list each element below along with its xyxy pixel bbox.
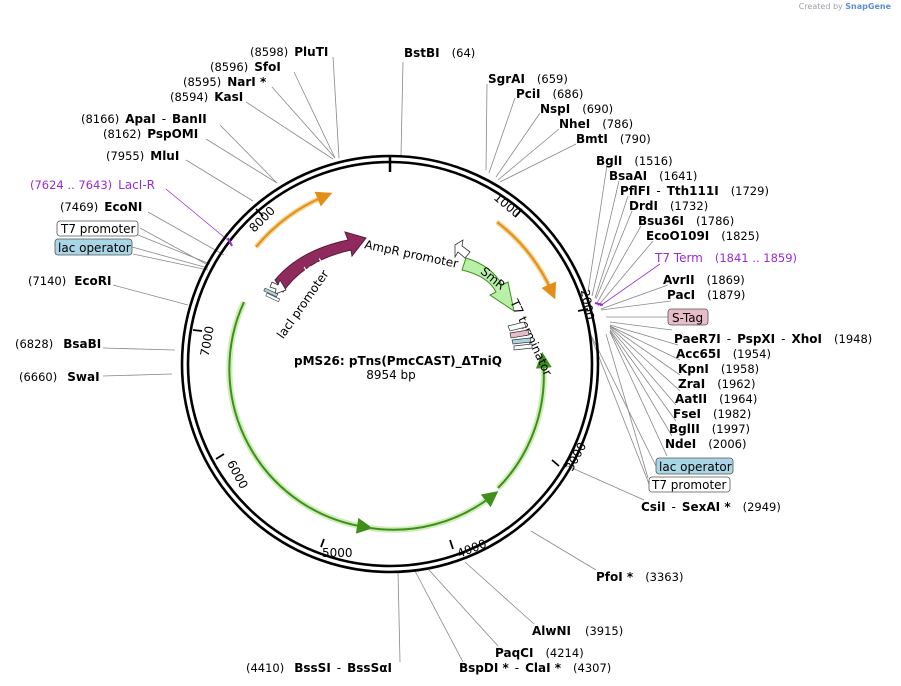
site-AlwNI: AlwNI(3915)	[532, 624, 623, 638]
site-BglI: BglI(1516)	[596, 154, 673, 168]
site-NspI: NspI(690)	[540, 102, 613, 116]
site-SwaI: (6660)SwaI	[19, 370, 100, 384]
right-site-labels: BstBI(64) SgrAI(659) PciI(686) NspI(690)…	[246, 46, 872, 675]
plasmid-size: 8954 bp	[366, 368, 416, 382]
site-PflFI: PflFI-Tth111I(1729)	[620, 184, 769, 198]
t7-promoter-box-right: T7 promoter	[648, 476, 731, 493]
site-MluI: (7955)MluI	[106, 149, 179, 163]
t7-promoter-box-left: T7 promoter	[56, 220, 139, 237]
leader-lines	[102, 56, 681, 663]
site-NarI: (8595)NarI *	[183, 75, 267, 89]
orange-feature-arc-left	[255, 191, 333, 248]
svg-text:lac operator: lac operator	[659, 460, 732, 474]
site-EcoRI: (7140)EcoRI	[28, 274, 112, 288]
site-PspOMI: (8162)PspOMI	[103, 127, 198, 141]
site-PfoI: PfoI *(3363)	[596, 570, 683, 584]
plasmid-name: pMS26: pTns(PmcCAST)_ΔTniQ	[294, 354, 502, 369]
green-feature-arc-bottom	[369, 491, 499, 531]
site-BspDI: BspDI *-ClaI *(4307)	[459, 661, 611, 675]
site-SgrAI: SgrAI(659)	[488, 72, 568, 86]
site-PaeR7I: PaeR7I-PspXI-XhoI(1948)	[674, 332, 872, 346]
site-KpnI: KpnI(1958)	[678, 362, 759, 376]
site-NheI: NheI(786)	[559, 117, 633, 131]
site-BmtI: BmtI(790)	[576, 132, 651, 146]
lac-operator-box-left: lac operator	[54, 238, 133, 256]
lacI-arrow	[274, 231, 367, 293]
tick-label-4000: 4000	[455, 536, 489, 560]
T7-terminator-mark	[507, 321, 527, 332]
site-Acc65I: Acc65I(1954)	[676, 347, 771, 361]
ampR-promoter-arrow	[454, 239, 471, 259]
tick-label-3000: 3000	[563, 440, 590, 474]
tick-label-1000: 1000	[491, 190, 523, 220]
left-site-labels: (8598)PluTI (8596)SfoI (8595)NarI * (859…	[15, 45, 328, 384]
t7-promoter-mark-right	[513, 343, 533, 351]
credit-prefix: Created by	[798, 2, 843, 11]
svg-text:T7 promoter: T7 promoter	[60, 222, 136, 236]
site-BssSI: (4410)BssSI-BssSαI	[246, 661, 392, 675]
t7-promoter-mark-left	[265, 292, 281, 303]
site-BstBI: BstBI(64)	[404, 46, 475, 60]
site-AatII: AatII(1964)	[675, 392, 757, 406]
snapgene-logo: SnapGene	[845, 2, 891, 11]
lacI-promoter-arrow	[269, 279, 287, 295]
site-AvrII: AvrII(1869)	[663, 273, 745, 287]
lac-operator-mark-right	[511, 337, 532, 345]
tick-marks	[192, 208, 589, 550]
site-DrdI: DrdI(1732)	[629, 199, 708, 213]
stag-box: S-Tag	[667, 308, 709, 326]
site-T7Term: T7 Term(1841 .. 1859)	[654, 251, 797, 265]
site-EcoO109I: EcoO109I(1825)	[646, 229, 760, 243]
green-arc-left-halo	[226, 300, 366, 530]
tick-label-5000: 5000	[322, 546, 353, 560]
site-PaqCI: PaqCI(4214)	[495, 646, 584, 660]
site-ApaI: (8166)ApaI-BanII	[81, 112, 207, 126]
site-EcoNI: (7469)EcoNI	[60, 200, 142, 214]
svg-text:S-Tag: S-Tag	[672, 311, 703, 325]
stag-mark	[509, 329, 530, 339]
site-BsaBI: (6828)BsaBI	[15, 337, 101, 351]
snapgene-credit: Created by SnapGene	[799, 2, 891, 11]
site-Bsu36I: Bsu36I(1786)	[638, 214, 734, 228]
ampR-promoter-label: AmpR promoter	[363, 237, 459, 271]
site-FseI: FseI(1982)	[673, 407, 751, 421]
site-ZraI: ZraI(1962)	[678, 377, 755, 391]
green-feature-arc-right	[497, 352, 552, 489]
box-connectors	[131, 227, 668, 485]
site-PluTI: (8598)PluTI	[250, 45, 328, 59]
site-KasI: (8594)KasI	[170, 90, 243, 104]
site-BglII: BglII(1997)	[669, 422, 750, 436]
site-CsiI: CsiI-SexAI *(2949)	[641, 500, 781, 514]
site-PciI: PciI(686)	[516, 87, 583, 101]
lacI-R-primer-mark	[227, 237, 233, 247]
SmR-arrow	[461, 257, 515, 313]
site-BsaAI: BsaAI(1641)	[609, 169, 697, 183]
site-LacI-R: (7624 .. 7643)LacI-R	[30, 178, 155, 192]
tick-label-7000: 7000	[198, 325, 217, 358]
site-NdeI: NdeI(2006)	[665, 437, 747, 451]
svg-text:lac operator: lac operator	[58, 241, 131, 255]
svg-text:T7 promoter: T7 promoter	[651, 478, 727, 492]
site-SfoI: (8596)SfoI	[210, 60, 281, 74]
lac-operator-mark-left	[263, 287, 279, 298]
green-feature-arc-left	[228, 301, 373, 534]
site-PacI: PacI(1879)	[667, 288, 745, 302]
orange-feature-arc-right	[496, 221, 557, 300]
t7-term-mark	[594, 302, 604, 306]
lac-operator-box-right: lac operator	[655, 457, 734, 475]
tick-label-2000: 2000	[578, 288, 597, 321]
